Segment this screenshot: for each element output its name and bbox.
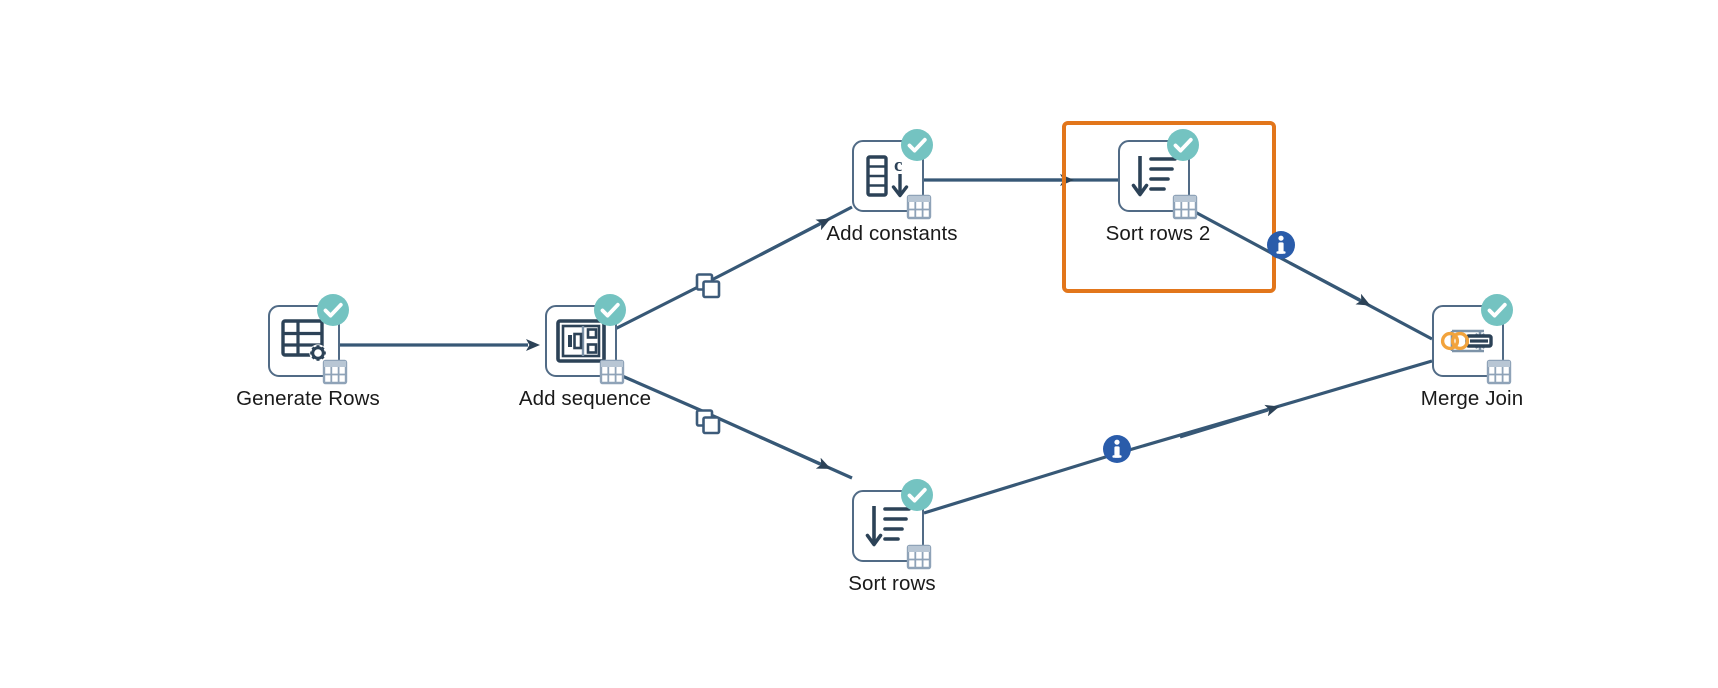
check-circle-icon	[1167, 129, 1199, 161]
info-icon[interactable]	[1266, 230, 1296, 260]
check-circle-icon	[1481, 294, 1513, 326]
node-merge-join[interactable]: Merge Join	[1421, 294, 1523, 410]
preview-grid-icon[interactable]	[904, 542, 934, 572]
info-icon[interactable]	[1102, 434, 1132, 464]
node-sort-rows[interactable]: Sort rows	[848, 479, 936, 595]
node-label: Add constants	[826, 222, 958, 245]
hop-add-sequence-to-sort-rows[interactable]	[612, 370, 853, 480]
selection-rectangle[interactable]	[1062, 121, 1276, 293]
preview-grid-icon[interactable]	[597, 357, 627, 387]
node-label: Merge Join	[1420, 387, 1524, 410]
node-sort-rows-2[interactable]: Sort rows 2	[1106, 129, 1210, 245]
hop-sort-rows-2-to-merge-join[interactable]	[1181, 203, 1433, 341]
hop-sort-rows-to-merge-join[interactable]	[923, 359, 1433, 515]
svg-text:c: c	[894, 155, 902, 176]
check-circle-icon	[901, 479, 933, 511]
hop-add-sequence-to-add-constants[interactable]	[612, 205, 853, 332]
node-add-constants[interactable]: c Add constants	[826, 129, 958, 245]
copy-icon[interactable]	[694, 408, 722, 436]
add-sequence-icon	[556, 319, 606, 363]
sort-rows-icon	[865, 506, 911, 547]
node-generate-rows[interactable]: Generate Rows	[236, 294, 380, 410]
check-circle-icon	[901, 129, 933, 161]
node-label: Generate Rows	[236, 387, 380, 410]
copy-icon[interactable]	[694, 272, 722, 300]
merge-join-icon	[1440, 329, 1493, 353]
preview-grid-icon[interactable]	[904, 192, 934, 222]
node-label: Sort rows 2	[1105, 222, 1211, 245]
check-circle-icon	[594, 294, 626, 326]
add-constants-icon: c	[866, 155, 909, 198]
generate-rows-icon	[281, 319, 327, 362]
node-label: Sort rows	[848, 572, 936, 595]
check-circle-icon	[317, 294, 349, 326]
sort-rows-icon	[1131, 156, 1177, 197]
preview-grid-icon[interactable]	[1484, 357, 1514, 387]
node-label: Add sequence	[518, 387, 652, 410]
preview-grid-icon[interactable]	[1170, 192, 1200, 222]
node-add-sequence[interactable]: Add sequence	[519, 294, 651, 410]
preview-grid-icon[interactable]	[320, 357, 350, 387]
